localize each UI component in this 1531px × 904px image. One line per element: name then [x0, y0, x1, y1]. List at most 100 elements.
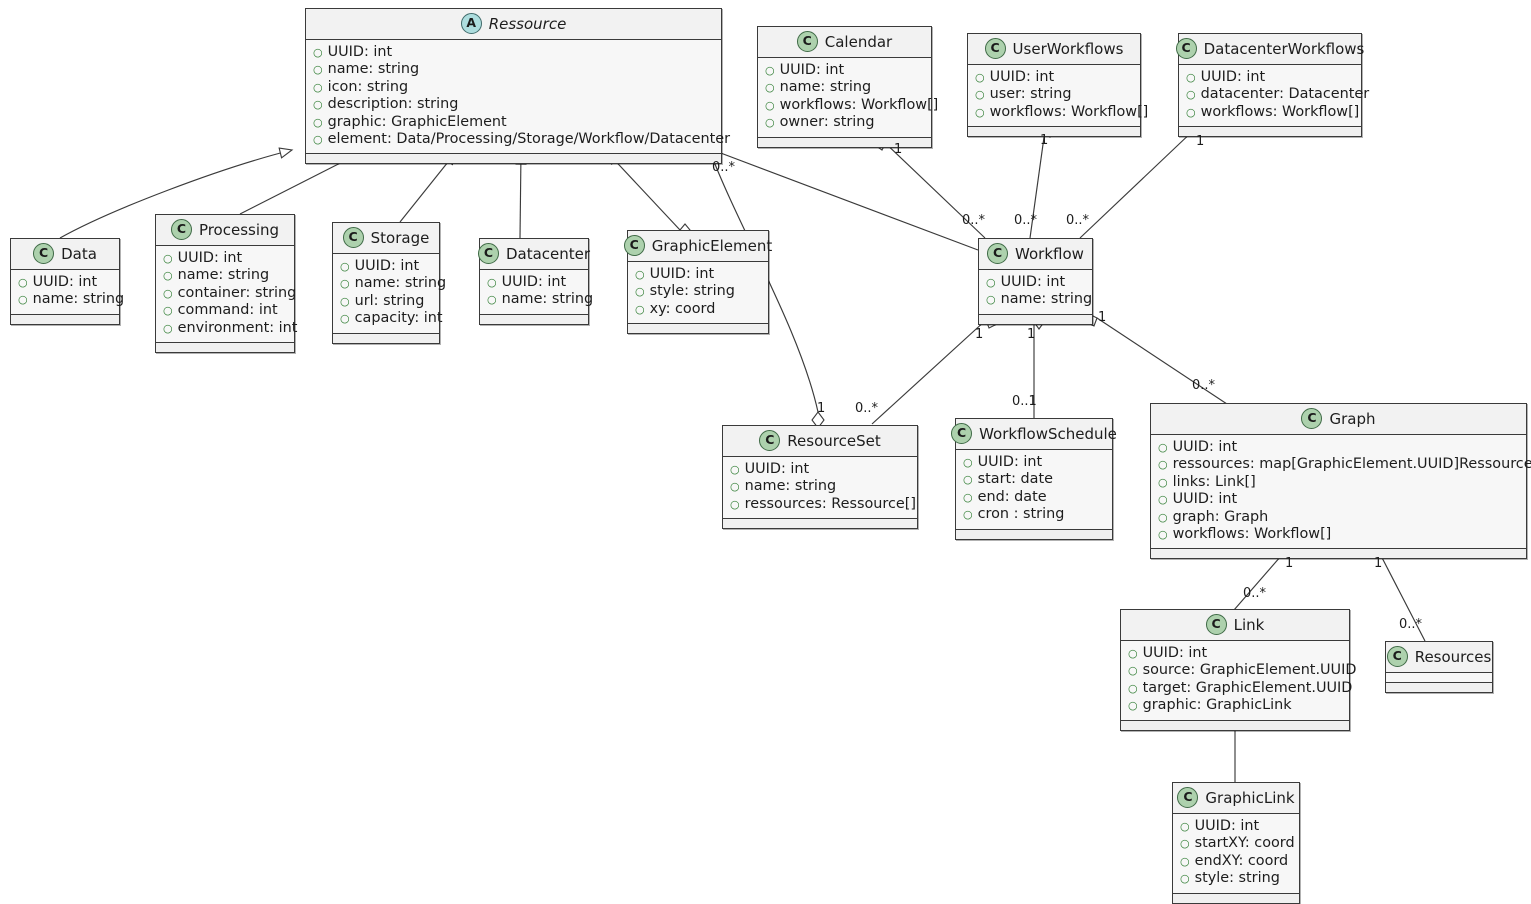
attribute-label: target: GraphicElement.UUID [1142, 679, 1353, 696]
attribute-row: ○name: string [163, 267, 287, 284]
visibility-public-icon: ○ [730, 497, 740, 511]
class-attributes-resourceset: ○UUID: int○name: string ○ ressources: Ress… [723, 457, 917, 520]
class-stereotype-icon: C [1177, 787, 1199, 808]
visibility-public-icon: ○ [163, 321, 173, 335]
class-methods-ressource [306, 154, 721, 164]
attribute-label: name: string [327, 61, 420, 78]
attribute-label: endXY: coord [1194, 852, 1289, 869]
attribute-row: ○UUID: int [1158, 439, 1519, 456]
visibility-public-icon: ○ [313, 98, 323, 112]
multiplicity-label: 1 [1196, 134, 1205, 149]
multiplicity-label: 0..* [1192, 378, 1216, 393]
multiplicity-label: 0..* [855, 401, 879, 416]
attribute-label: UUID: int [1000, 274, 1066, 290]
generalization-datacenter-ressource [520, 152, 521, 239]
visibility-public-icon: ○ [1186, 105, 1196, 119]
class-attributes-graphiclink: ○UUID: int○startXY: coord○endXY: coord○s… [1173, 814, 1299, 894]
attribute-label: start: date [977, 471, 1053, 488]
attribute-label: UUID: int [1172, 439, 1238, 455]
class-name-graphiclink: GraphicLink [1205, 788, 1295, 807]
attribute-label: UUID: int [744, 461, 810, 477]
visibility-public-icon: ○ [1158, 528, 1168, 542]
visibility-public-icon: ○ [1158, 458, 1168, 472]
class-name-datacenterworkflows: DatacenterWorkflows [1203, 39, 1365, 58]
class-attributes-calendar: ○UUID: int○name: string○workflows: Workf… [758, 58, 938, 138]
attribute-label: graph: Graph [1172, 508, 1269, 525]
class-methods-workflowschedule [956, 529, 1112, 539]
attribute-row: ○UUID: int [487, 274, 581, 291]
class-methods-resources [1386, 683, 1492, 692]
attribute-row: ○ graphic: GraphicElement [313, 114, 714, 131]
class-methods-link [1121, 720, 1349, 730]
class-attributes-storage: ○UUID: int○name: string○url: string○capa… [333, 254, 446, 334]
attribute-row: ○style: string [635, 283, 761, 300]
attribute-row: ○endXY: coord [1180, 853, 1292, 870]
attribute-row: ○source: GraphicElement.UUID [1128, 662, 1356, 679]
visibility-public-icon: ○ [313, 80, 323, 94]
class-name-graphicelement: GraphicElement [651, 236, 773, 255]
class-header-graphiclink: C GraphicLink [1173, 783, 1299, 814]
class-name-link: Link [1233, 615, 1265, 634]
visibility-public-icon: ○ [1180, 837, 1190, 851]
class-name-resources: Resources [1414, 647, 1492, 666]
class-name-datacenter: Datacenter [505, 244, 591, 263]
attribute-row: ○UUID: int [730, 461, 910, 478]
class-name-processing: Processing [198, 220, 280, 239]
attribute-label: workflows: Workflow[] [1172, 526, 1332, 543]
class-methods-processing [156, 343, 294, 353]
multiplicity-label: 0..1 [1012, 394, 1037, 409]
attribute-label: environment: int [177, 319, 298, 336]
attribute-row: ○command: int [163, 302, 287, 319]
class-stereotype-icon: C [1205, 614, 1227, 635]
visibility-public-icon: ○ [487, 276, 497, 289]
attribute-label: workflows: Workflow[] [779, 96, 939, 113]
attribute-label: graphic: GraphicElement [327, 113, 507, 130]
attribute-label: UUID: int [1200, 69, 1266, 85]
multiplicity-label: 0..* [1243, 586, 1267, 601]
visibility-public-icon: ○ [313, 115, 323, 129]
visibility-public-icon: ○ [1186, 71, 1196, 84]
visibility-public-icon: ○ [1128, 647, 1138, 660]
attribute-row: ○owner: string [765, 114, 924, 131]
class-name-workflowschedule: WorkflowSchedule [979, 424, 1117, 443]
class-methods-datacenterworkflows [1179, 127, 1361, 137]
multiplicity-label: 0..* [712, 160, 736, 175]
class-name-resourceset: ResourceSet [787, 431, 881, 450]
visibility-public-icon: ○ [1128, 681, 1138, 695]
class-methods-graph [1151, 549, 1526, 559]
attribute-label: name: string [744, 478, 837, 495]
visibility-public-icon: ○ [975, 71, 985, 84]
attribute-label: ressources: Ressource[] [744, 495, 916, 512]
class-stereotype-icon: C [170, 219, 192, 240]
attribute-label: graphic: GraphicLink [1142, 697, 1292, 714]
attribute-row: ○name: string [730, 478, 910, 495]
attribute-row: ○start: date [963, 471, 1105, 488]
attribute-label: UUID: int [989, 69, 1055, 85]
class-attributes-processing: ○UUID: int○name: string○container: strin… [156, 246, 297, 344]
visibility-public-icon: ○ [635, 268, 645, 281]
attribute-label: xy: coord [649, 300, 716, 317]
visibility-public-icon: ○ [163, 252, 173, 265]
class-methods-userworkflows [968, 127, 1140, 137]
attribute-label: startXY: coord [1194, 835, 1295, 852]
class-name-ressource: Ressource [488, 14, 567, 33]
attribute-label: style: string [1194, 870, 1280, 887]
